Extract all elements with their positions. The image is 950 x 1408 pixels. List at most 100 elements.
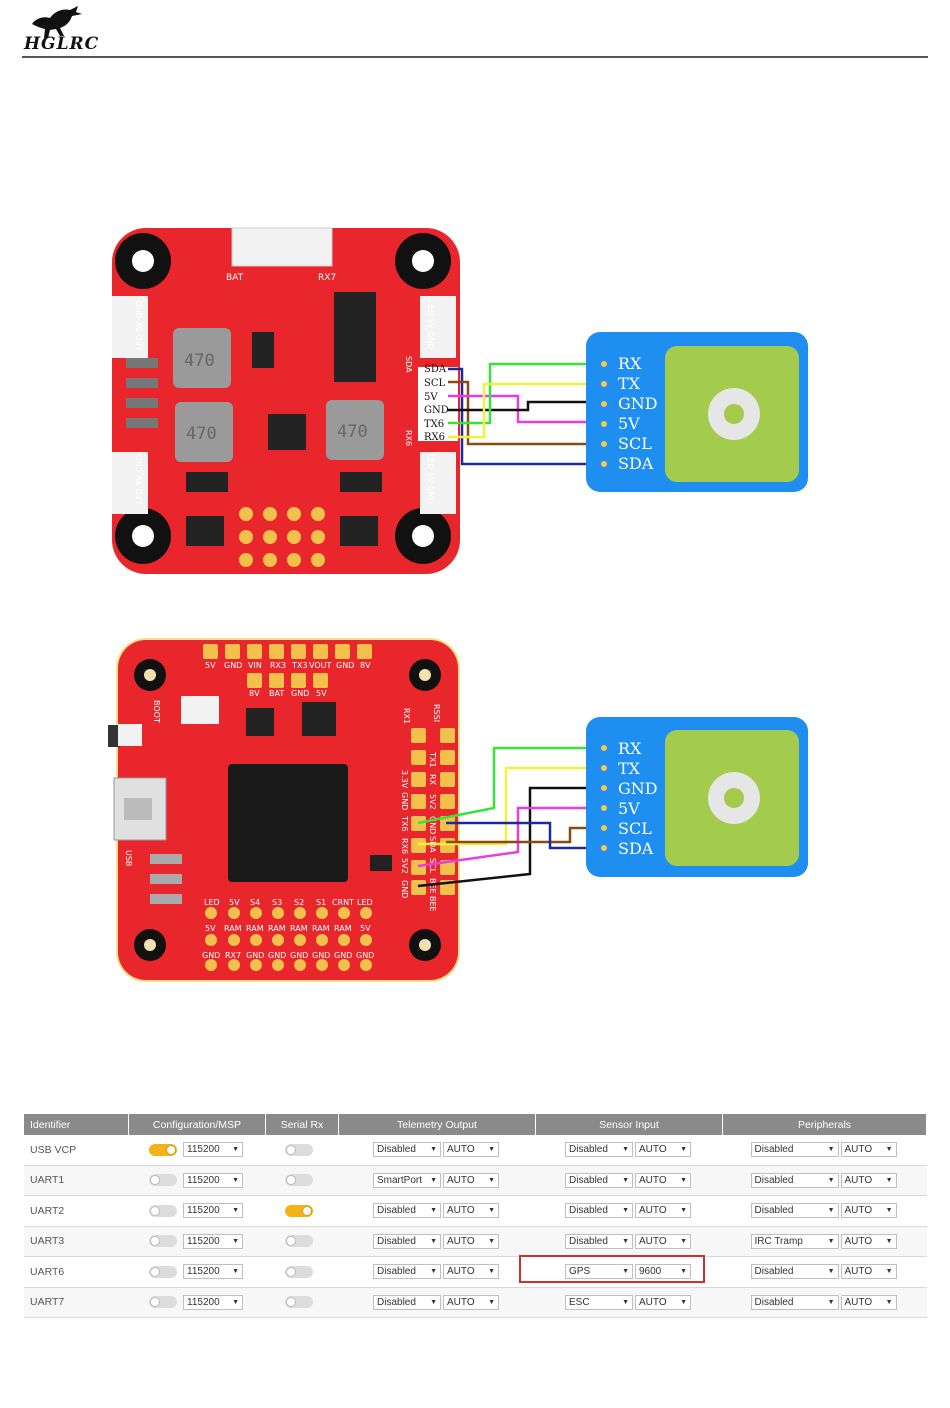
peripherals-select[interactable]: Disabled▼ — [750, 1294, 839, 1310]
msp-baud-select[interactable]: 115200 ▼ — [183, 1142, 243, 1158]
rx7-label: RX7 — [318, 273, 336, 283]
wire-label-rx6: RX6 — [424, 432, 445, 443]
bottom-pad-label: 5V — [360, 924, 371, 933]
sensor-baud-select[interactable]: AUTO▼ — [635, 1203, 691, 1219]
port-identifier: USB VCP — [24, 1135, 129, 1166]
top-pad-label: 5V — [316, 689, 327, 698]
sensor-baud-select[interactable]: AUTO▼ — [635, 1142, 691, 1158]
serial-rx-toggle[interactable] — [285, 1204, 313, 1217]
msp-baud-select-value: 115200 — [187, 1144, 220, 1156]
serial-rx-toggle[interactable] — [285, 1174, 313, 1187]
peripherals-baud-select[interactable]: AUTO▼ — [840, 1142, 897, 1158]
peripherals-baud-select-value: AUTO — [844, 1144, 873, 1156]
peripherals-baud-select[interactable]: AUTO▼ — [840, 1172, 897, 1188]
dropdown-arrow-icon: ▼ — [488, 1207, 495, 1215]
peripherals-select[interactable]: Disabled▼ — [750, 1203, 839, 1219]
sensor-select[interactable]: GPS▼ — [565, 1264, 633, 1280]
msp-toggle[interactable] — [149, 1235, 177, 1248]
peripherals-cell: Disabled▼AUTO▼ — [722, 1195, 927, 1227]
telemetry-select-value: Disabled — [377, 1205, 416, 1217]
sensor-select[interactable]: Disabled▼ — [565, 1203, 633, 1219]
serial-rx-toggle[interactable] — [285, 1235, 313, 1248]
bat-label: BAT — [226, 273, 244, 283]
rx6-label: RX6 — [404, 430, 413, 446]
telemetry-cell: Disabled▼AUTO▼ — [338, 1287, 536, 1318]
serial-rx-toggle[interactable] — [285, 1296, 313, 1309]
sensor-select[interactable]: Disabled▼ — [565, 1233, 633, 1249]
dropdown-arrow-icon: ▼ — [827, 1268, 835, 1276]
bottom-pad-label: GND — [356, 951, 374, 960]
bottom-pad-label: GND — [246, 951, 264, 960]
peripherals-select[interactable]: Disabled ▼ — [750, 1172, 839, 1188]
msp-baud-select[interactable]: 115200▼ — [183, 1233, 243, 1249]
msp-baud-select[interactable]: 115200▼ — [183, 1172, 243, 1188]
side-pad-label: RX — [428, 774, 437, 786]
telemetry-select[interactable]: Disabled▼ — [373, 1233, 441, 1249]
sensor-cell: Disabled▼AUTO▼ — [535, 1195, 723, 1227]
telemetry-baud-select[interactable]: AUTO▼ — [443, 1233, 499, 1249]
dropdown-arrow-icon: ▼ — [622, 1237, 629, 1245]
telemetry-baud-select[interactable]: AUTO▼ — [443, 1294, 499, 1310]
sensor-baud-select[interactable]: AUTO▼ — [635, 1233, 691, 1249]
telemetry-select[interactable]: Disabled▼ — [373, 1294, 441, 1310]
wire-label-sda: SDA — [424, 364, 447, 375]
telemetry-select[interactable]: Disabled▼ — [373, 1203, 441, 1219]
peripherals-select[interactable]: Disabled▼ — [750, 1264, 839, 1280]
msp-toggle[interactable] — [149, 1296, 177, 1309]
msp-baud-select-value: 115200 — [187, 1235, 220, 1247]
telemetry-baud-select[interactable]: AUTO▼ — [443, 1203, 499, 1219]
sensor-baud-select[interactable]: AUTO▼ — [635, 1294, 691, 1310]
telemetry-select-value: Disabled — [377, 1296, 416, 1308]
msp-baud-select[interactable]: 115200▼ — [183, 1203, 243, 1219]
top-pad-label: VOUT — [309, 661, 331, 670]
msp-cell: 115200▼ — [128, 1226, 266, 1257]
telemetry-baud-select[interactable]: AUTO▼ — [443, 1142, 499, 1158]
msp-toggle[interactable] — [149, 1174, 177, 1187]
peripherals-baud-select[interactable]: AUTO▼ — [840, 1203, 897, 1219]
telemetry-select[interactable]: SmartPort▼ — [373, 1172, 441, 1188]
wire-5v — [417, 806, 604, 868]
telemetry-select[interactable]: Disabled▼ — [373, 1264, 441, 1280]
side-pad-label: BEE — [428, 896, 437, 912]
sensor-select[interactable]: Disabled▼ — [565, 1172, 633, 1188]
dropdown-arrow-icon: ▼ — [827, 1176, 835, 1184]
table-header-row: Identifier Configuration/MSP Serial Rx T… — [24, 1114, 927, 1135]
dropdown-arrow-icon: ▼ — [232, 1298, 239, 1306]
msp-toggle[interactable] — [149, 1204, 177, 1217]
col-header: Sensor Input — [535, 1114, 723, 1135]
side-pad-label: RX1 — [402, 708, 411, 724]
capacitor-icon — [173, 328, 384, 462]
peripherals-select[interactable]: Disabled▼ — [750, 1142, 839, 1158]
top-pad-label: 5V — [205, 661, 216, 670]
dropdown-arrow-icon: ▼ — [680, 1146, 687, 1154]
telemetry-cell: Disabled▼AUTO▼ — [338, 1135, 536, 1166]
top-pad-label: GND — [291, 689, 309, 698]
toggle-knob — [286, 1297, 296, 1308]
gps-pin-scl: SCL — [618, 434, 652, 453]
bottom-pad-label: RX7 — [225, 951, 241, 960]
sensor-baud-select[interactable]: 9600▼ — [635, 1264, 691, 1280]
msp-toggle[interactable] — [149, 1143, 177, 1156]
dropdown-arrow-icon: ▼ — [232, 1268, 239, 1276]
dropdown-arrow-icon: ▼ — [232, 1146, 239, 1154]
peripherals-baud-select[interactable]: AUTO▼ — [840, 1233, 897, 1249]
telemetry-baud-select[interactable]: AUTO▼ — [443, 1172, 499, 1188]
peripherals-select-value: Disabled — [754, 1174, 794, 1186]
telemetry-baud-select[interactable]: AUTO▼ — [443, 1264, 499, 1280]
msp-toggle[interactable] — [149, 1265, 177, 1278]
sensor-select[interactable]: Disabled▼ — [565, 1142, 633, 1158]
msp-baud-select[interactable]: 115200▼ — [183, 1294, 243, 1310]
dropdown-arrow-icon: ▼ — [430, 1146, 437, 1154]
serial-rx-toggle[interactable] — [285, 1265, 313, 1278]
peripherals-baud-select[interactable]: AUTO▼ — [840, 1264, 897, 1280]
toggle-knob — [150, 1236, 160, 1247]
bottom-pad-label: CRNT — [332, 898, 354, 907]
peripherals-select[interactable]: IRC Tramp▼ — [750, 1233, 839, 1249]
sensor-select[interactable]: ESC▼ — [565, 1294, 633, 1310]
msp-baud-select[interactable]: 115200▼ — [183, 1264, 243, 1280]
telemetry-select[interactable]: Disabled▼ — [373, 1142, 441, 1158]
bottom-pad-label: RAM — [268, 924, 286, 933]
serial-rx-toggle[interactable] — [285, 1143, 313, 1156]
sensor-baud-select[interactable]: AUTO▼ — [635, 1172, 691, 1188]
peripherals-baud-select[interactable]: AUTO▼ — [840, 1294, 897, 1310]
